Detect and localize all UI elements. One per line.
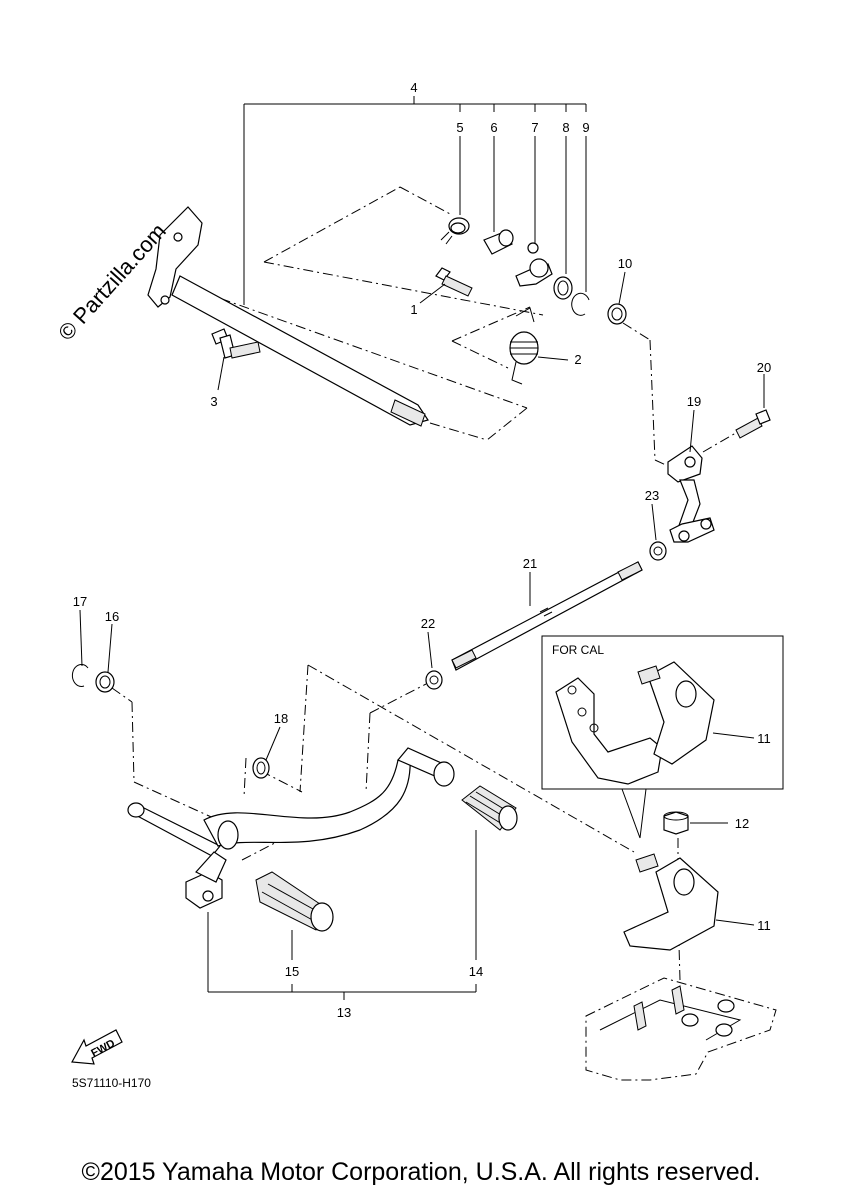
part-11-bracket: [623, 853, 755, 951]
callout-7: 7: [531, 120, 538, 135]
callout-22: 22: [421, 616, 435, 631]
callout-4: 4: [410, 80, 417, 95]
inset-for-cal: [541, 635, 784, 839]
callout-11-inset: 11: [757, 731, 771, 746]
callout-3: 3: [210, 394, 217, 409]
part-14-rubber: [461, 785, 518, 831]
part-16-washer: [95, 671, 115, 693]
fwd-arrow-icon: FWD: [71, 1029, 123, 1065]
part-21-rod: [451, 561, 643, 671]
callout-13: 13: [337, 1005, 351, 1020]
callout-5: 5: [456, 120, 463, 135]
callout-6: 6: [490, 120, 497, 135]
callout-14: 14: [469, 964, 483, 979]
part-8-washer: [553, 276, 573, 300]
callout-labels: 4 5 6 7 8 9 10 1 2 3 20 19 23 21 22 17 1…: [72, 80, 771, 1090]
shift-pedal: [127, 747, 455, 909]
callout-23: 23: [645, 488, 659, 503]
callout-11: 11: [757, 918, 771, 933]
part-19-lever: [667, 445, 715, 543]
callout-20: 20: [757, 360, 771, 375]
fwd-label: FWD: [89, 1037, 117, 1059]
callout-8: 8: [562, 120, 569, 135]
part-10-washer: [607, 303, 627, 325]
callout-15: 15: [285, 964, 299, 979]
lower-reference-lines: [111, 664, 681, 981]
part-18-washer: [252, 757, 270, 779]
part-15-footpeg: [255, 871, 334, 932]
callout-19: 19: [687, 394, 701, 409]
part-7-lever: [515, 242, 553, 287]
diagram-code: 5S71110-H170: [72, 1076, 151, 1090]
part-23-nut: [649, 541, 667, 561]
inset-label: FOR CAL: [552, 643, 604, 657]
part-2-spring: [509, 307, 539, 385]
frame-section: [585, 977, 777, 1081]
callout-12: 12: [735, 816, 749, 831]
part-5-spring: [440, 217, 470, 245]
callout-21: 21: [523, 556, 537, 571]
group-4-bracket: [243, 96, 587, 305]
upper-reference-lines: [182, 186, 742, 467]
callout-18: 18: [274, 711, 288, 726]
callout-16: 16: [105, 609, 119, 624]
group-13-bracket: [207, 830, 477, 1000]
callout-17: 17: [73, 594, 87, 609]
shift-shaft: [147, 206, 429, 427]
part-9-circlip: [571, 292, 590, 316]
part-22-nut: [425, 670, 443, 690]
callout-10: 10: [618, 256, 632, 271]
callout-2: 2: [574, 352, 581, 367]
copyright-notice: ©2015 Yamaha Motor Corporation, U.S.A. A…: [81, 1158, 761, 1186]
leader-lines: [79, 271, 765, 761]
part-6-collar: [483, 229, 514, 255]
part-20-bolt: [735, 409, 771, 439]
callout-1: 1: [410, 302, 417, 317]
part-12-nut: [663, 811, 728, 835]
part-1-pin: [435, 267, 473, 297]
part-17-circlip: [71, 664, 89, 687]
part-3-bolt: [211, 328, 261, 359]
callout-9: 9: [582, 120, 589, 135]
